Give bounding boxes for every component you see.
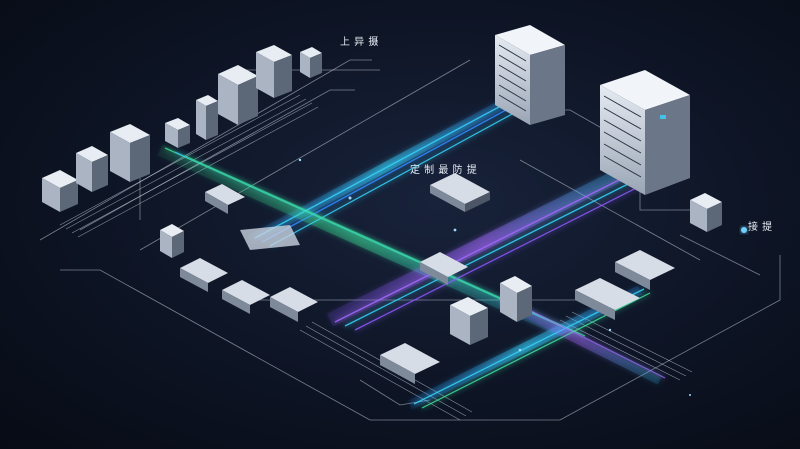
cable-trays xyxy=(59,94,693,421)
equipment-row-left xyxy=(42,45,322,212)
device-3 xyxy=(110,124,150,182)
device-1 xyxy=(42,170,78,212)
cluster-right-2 xyxy=(615,250,675,290)
server-rack-right xyxy=(600,70,690,195)
label-right: 接 提 xyxy=(748,222,773,233)
server-rack-top xyxy=(495,25,565,125)
cluster-right-1 xyxy=(575,278,640,320)
cluster-left-3 xyxy=(222,280,270,314)
device-2 xyxy=(76,146,108,192)
cluster-left-2 xyxy=(180,258,228,292)
sparkles xyxy=(298,158,691,396)
cluster-bottom-2 xyxy=(420,252,468,285)
cluster-bottom-1 xyxy=(380,343,440,384)
device-7 xyxy=(256,45,292,98)
cooling-unit-right xyxy=(690,193,722,232)
cluster-center xyxy=(430,173,490,212)
device-5 xyxy=(196,95,218,140)
cabinet-bottom-center xyxy=(450,297,488,345)
cabinet-mid-right xyxy=(500,276,532,322)
device-6 xyxy=(218,65,258,125)
cluster-left-1 xyxy=(205,184,245,214)
label-center: 定 制 最 防 提 xyxy=(410,165,478,176)
beam-purple-mid xyxy=(326,158,661,331)
beam-blue-upper xyxy=(247,90,537,247)
equipment-clusters xyxy=(160,173,722,384)
device-4 xyxy=(165,118,190,148)
label-top-right: 上 异 摄 xyxy=(340,37,379,48)
switch-panel-left xyxy=(240,225,300,250)
status-dot xyxy=(741,227,747,233)
device-8 xyxy=(300,47,322,78)
device-small-left xyxy=(160,224,184,258)
cluster-left-4 xyxy=(270,287,318,322)
